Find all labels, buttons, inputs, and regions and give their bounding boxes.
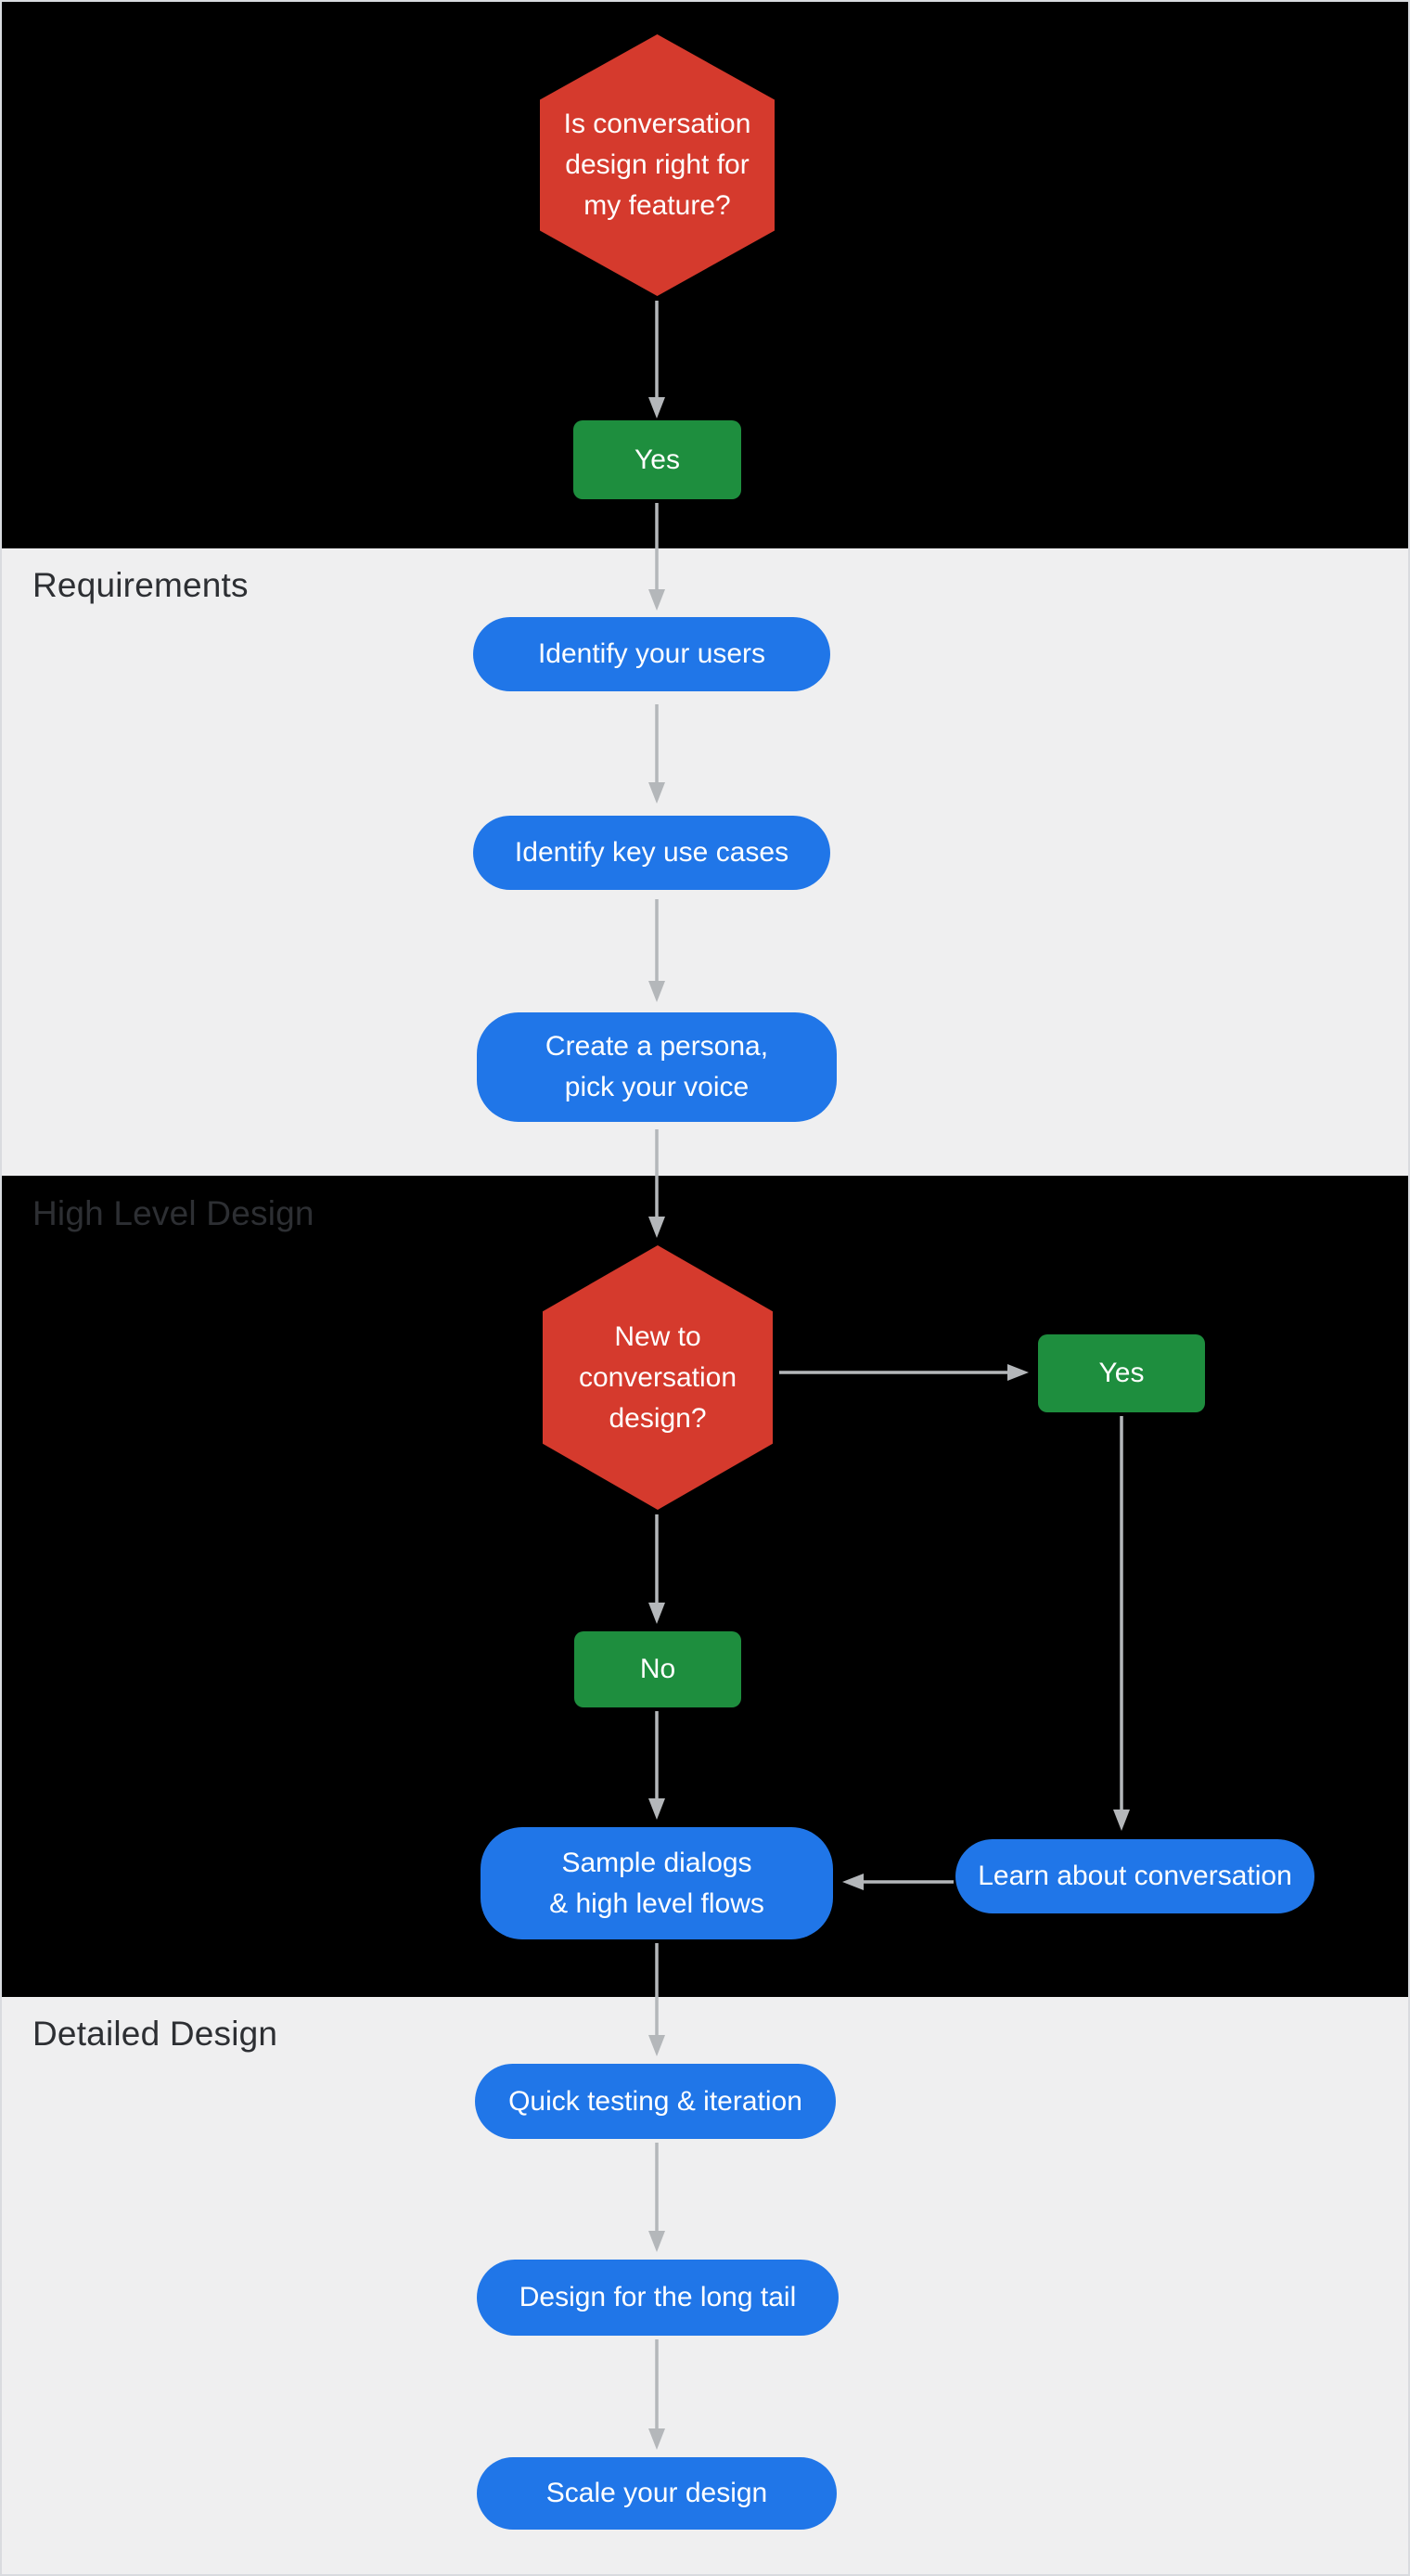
decision-text-line: Is conversation xyxy=(563,109,751,139)
step-scale-your-design[interactable]: Scale your design xyxy=(477,2457,837,2530)
step-design-for-long-tail[interactable]: Design for the long tail xyxy=(477,2260,839,2336)
yes-button-label: Yes xyxy=(634,444,680,475)
step-label: Learn about conversation xyxy=(978,1861,1292,1891)
step-label: Identify key use cases xyxy=(514,837,789,868)
decision-text-line: design? xyxy=(609,1402,707,1434)
decision-text-line: New to xyxy=(614,1320,701,1352)
section-label-detailed-design: Detailed Design xyxy=(32,2015,278,2053)
decision-text-line: conversation xyxy=(578,1361,737,1393)
decision-text-line: my feature? xyxy=(583,190,731,221)
step-identify-your-users[interactable]: Identify your users xyxy=(473,617,830,691)
step-label: Identify your users xyxy=(537,638,766,669)
step-label: Scale your design xyxy=(545,2478,768,2508)
section-label-high-level-design: High Level Design xyxy=(32,1194,314,1232)
yes-button-top[interactable]: Yes xyxy=(573,420,741,499)
no-button-label: No xyxy=(639,1654,676,1684)
step-label: Design for the long tail xyxy=(519,2282,797,2312)
no-button-new-to-design[interactable]: No xyxy=(574,1631,741,1707)
decision-text-line: design right for xyxy=(565,149,750,180)
step-label-line: Sample dialogs xyxy=(561,1847,752,1878)
step-learn-about-conversation[interactable]: Learn about conversation xyxy=(955,1839,1314,1913)
step-sample-dialogs-high-level-flows[interactable]: Sample dialogs & high level flows xyxy=(481,1827,833,1939)
step-identify-key-use-cases[interactable]: Identify key use cases xyxy=(473,816,830,890)
yes-button-new-to-design[interactable]: Yes xyxy=(1038,1334,1205,1412)
step-quick-testing-iteration[interactable]: Quick testing & iteration xyxy=(475,2064,836,2139)
step-label-line: pick your voice xyxy=(564,1072,750,1102)
step-label-line: Create a persona, xyxy=(545,1031,769,1062)
section-label-requirements: Requirements xyxy=(32,566,249,604)
decision-conversation-design-fit[interactable]: Is conversation design right for my feat… xyxy=(540,34,775,296)
step-label-line: & high level flows xyxy=(549,1887,764,1919)
step-label: Quick testing & iteration xyxy=(508,2085,802,2117)
step-create-persona-pick-voice[interactable]: Create a persona, pick your voice xyxy=(477,1012,837,1122)
yes-button-label: Yes xyxy=(1098,1358,1145,1388)
